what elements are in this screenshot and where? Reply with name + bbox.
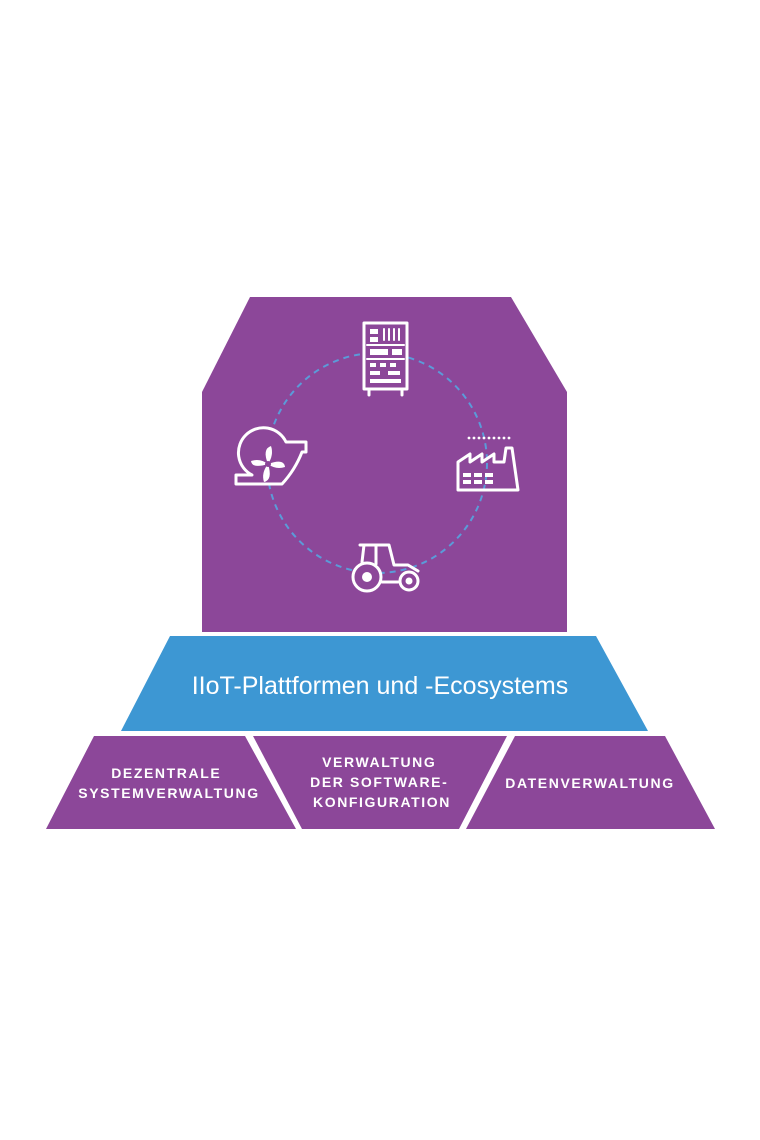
pillar-label-line: KONFIGURATION <box>313 794 451 810</box>
device-block <box>202 297 567 632</box>
pillar-label-line: DATENVERWALTUNG <box>505 775 674 791</box>
platform-label: IIoT-Plattformen und -Ecosystems <box>192 672 569 700</box>
pillar-label-line: DEZENTRALE <box>111 765 221 781</box>
tractor-icon <box>351 543 420 593</box>
pillar-label-line: SYSTEMVERWALTUNG <box>78 785 259 801</box>
pillar-label: VERWALTUNG DER SOFTWARE- KONFIGURATION <box>310 754 454 810</box>
pillar-label-line: VERWALTUNG <box>322 754 436 770</box>
pillar-decentral-system-management <box>46 736 296 829</box>
factory-icon <box>456 436 520 492</box>
pillar-data-management <box>466 736 715 829</box>
server-rack-icon <box>362 321 409 397</box>
pillar-software-configuration <box>253 736 507 829</box>
platform-band <box>121 636 648 731</box>
pillar-label-line: DER SOFTWARE- <box>310 774 448 790</box>
turbine-icon <box>234 426 308 486</box>
pillar-label: DEZENTRALE SYSTEMVERWALTUNG <box>78 765 259 801</box>
pillar-label: DATENVERWALTUNG <box>505 775 674 791</box>
